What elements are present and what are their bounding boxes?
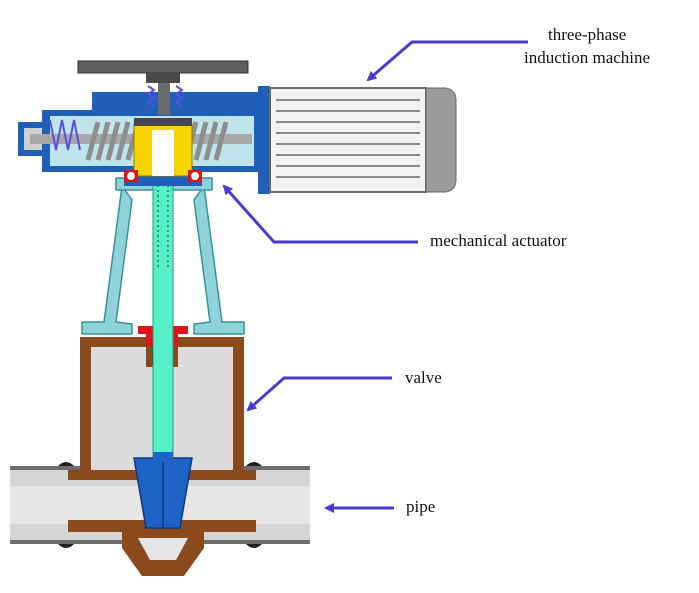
label-motor-line2: induction machine: [524, 48, 650, 67]
valve-stem: [152, 139, 174, 459]
valve-wedge: [133, 452, 193, 529]
arrow-valve: [246, 376, 392, 412]
bearings: [124, 170, 202, 182]
handwheel: [77, 60, 249, 115]
arrow-motor: [366, 40, 528, 82]
label-motor-line1: three-phase: [548, 25, 626, 44]
label-actuator: mechanical actuator: [430, 231, 567, 250]
spring-left-icon: [49, 119, 81, 151]
label-pipe: pipe: [406, 497, 435, 516]
label-valve: valve: [405, 368, 442, 387]
callout-arrows: [222, 40, 528, 513]
induction-motor: [258, 86, 457, 194]
drive-nut: [133, 118, 193, 177]
arrow-actuator: [222, 184, 418, 244]
